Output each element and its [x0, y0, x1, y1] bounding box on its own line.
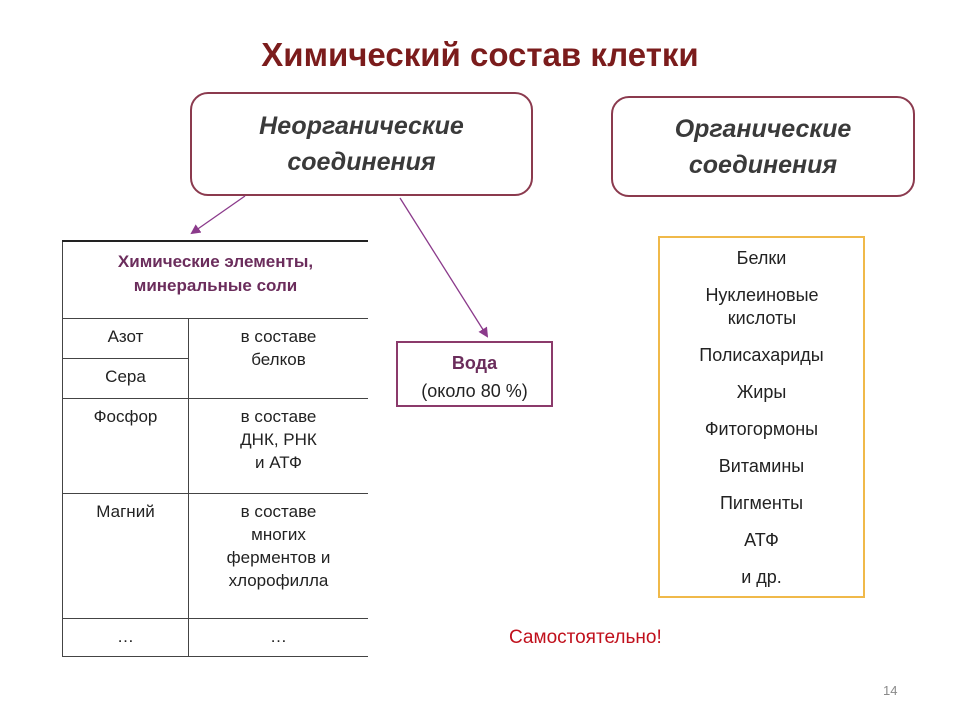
element-cell: … — [62, 618, 189, 657]
role-cell: в составе многих ферментов и хлорофилла — [188, 493, 368, 619]
element-cell: Сера — [62, 358, 189, 399]
water-label: Вода — [451, 353, 498, 373]
organic-list-item: Пигменты — [719, 493, 804, 513]
element-cell: Магний — [62, 493, 189, 619]
page-number: 14 — [883, 683, 898, 698]
water-note: (около 80 %) — [421, 381, 528, 401]
elements-table-header: Химические элементы, минеральные соли — [62, 240, 368, 319]
organic-list-item: Витамины — [718, 456, 805, 476]
inorganic-line2: соединения — [287, 148, 436, 176]
organic-list-item: Белки — [736, 248, 787, 268]
water-box: Вода (около 80 %) — [396, 341, 553, 407]
organic-line2: соединения — [688, 150, 838, 179]
arrow-to-elements — [190, 195, 246, 235]
arrow-to-water — [399, 197, 489, 338]
slide-title: Химический состав клетки — [261, 36, 699, 73]
role-cell: в составе ДНК, РНК и АТФ — [188, 398, 368, 494]
role-cell: в составе белков — [188, 318, 368, 399]
organic-list-item: Нуклеиновые кислоты — [705, 285, 819, 328]
organic-compounds-box: Органические соединения — [611, 96, 915, 197]
organic-list-item: Жиры — [736, 382, 787, 402]
elements-table: Химические элементы, минеральные соли Аз… — [62, 240, 368, 657]
inorganic-line1: Неорганические — [259, 112, 464, 140]
organic-list-box: Белки Нуклеиновые кислоты Полисахариды Ж… — [658, 236, 865, 598]
self-study-note: Самостоятельно! — [509, 627, 662, 648]
inorganic-compounds-box: Неорганические соединения — [190, 92, 533, 196]
element-cell: Фосфор — [62, 398, 189, 494]
organic-list-item: и др. — [741, 567, 782, 587]
element-cell: Азот — [62, 318, 189, 359]
organic-list-item: АТФ — [744, 530, 779, 550]
organic-list-item: Фитогормоны — [704, 419, 819, 439]
role-cell: … — [188, 618, 368, 657]
organic-list-item: Полисахариды — [699, 345, 824, 365]
organic-line1: Органические — [674, 114, 852, 143]
